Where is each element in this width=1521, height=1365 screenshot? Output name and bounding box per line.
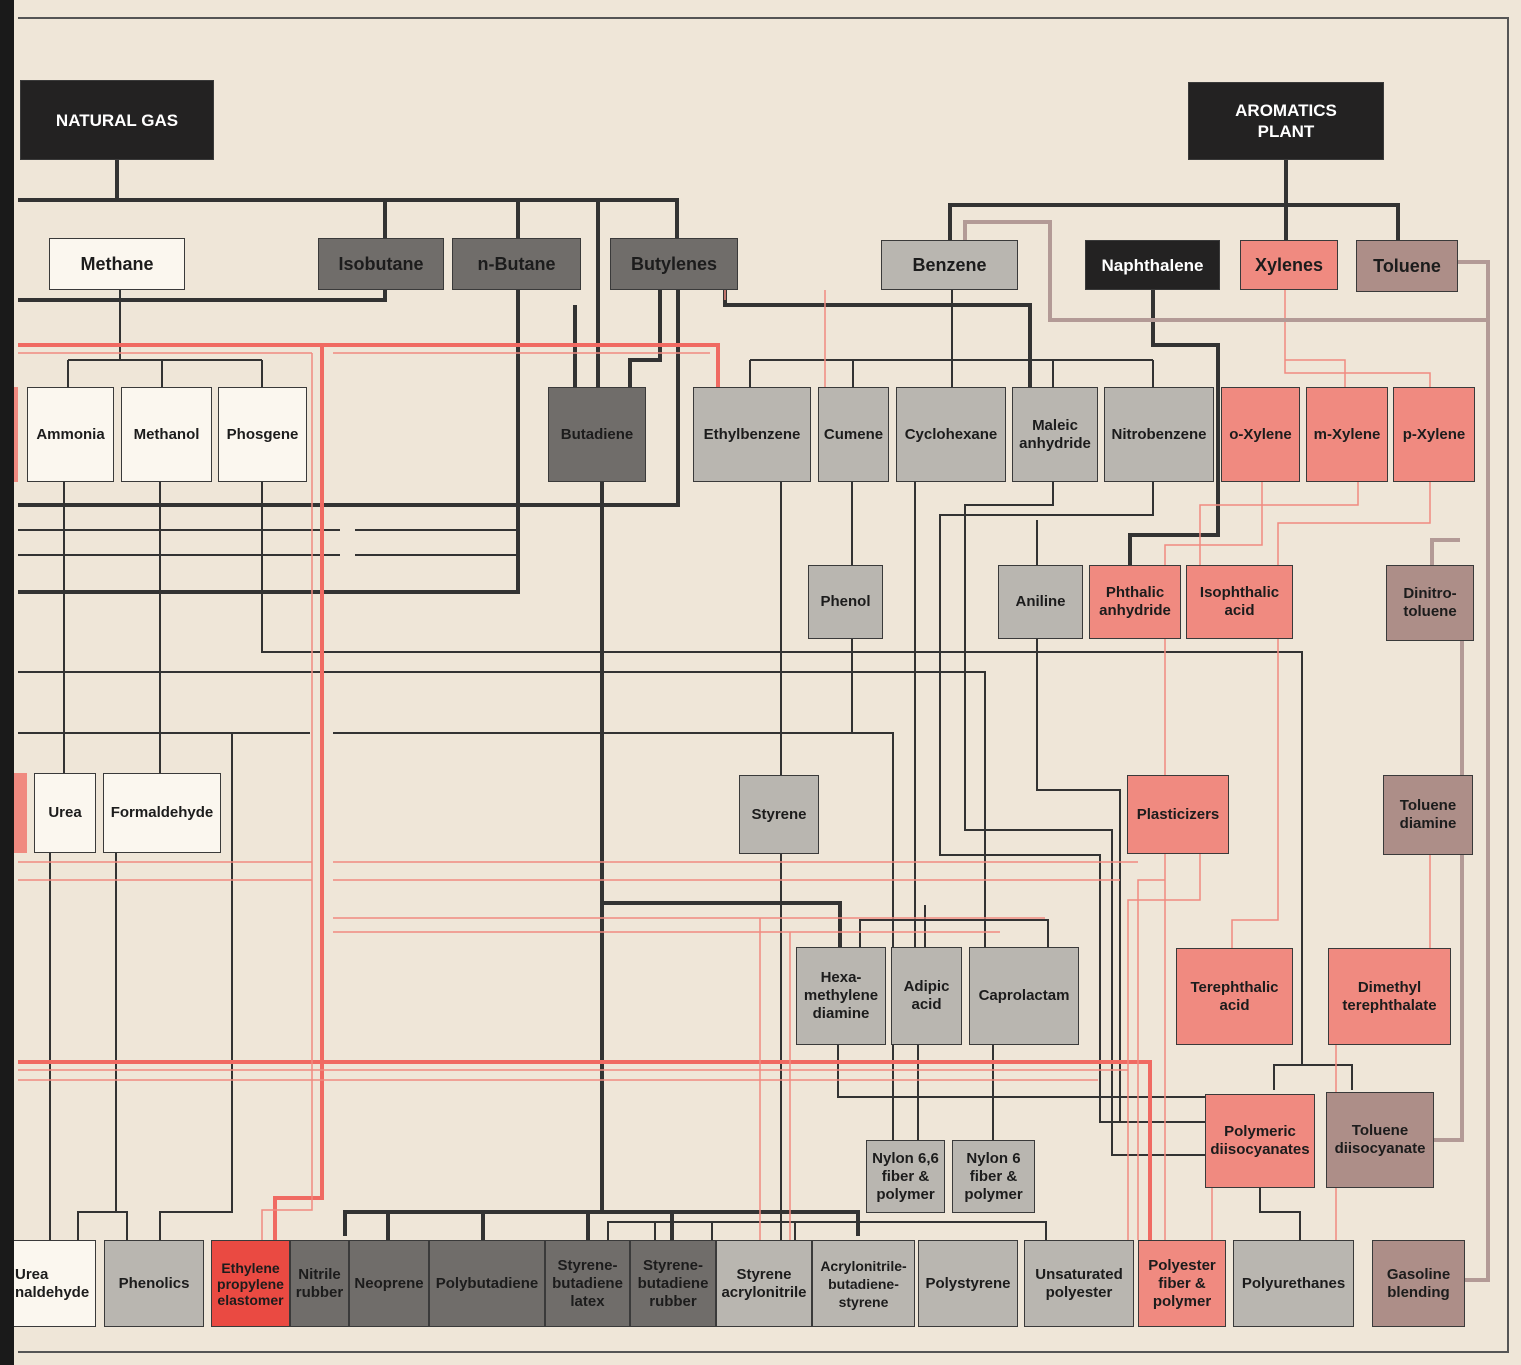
- toluene-diisocyanate-node: Toluene diisocyanate: [1326, 1092, 1434, 1188]
- nylon-6-node: Nylon 6 fiber & polymer: [952, 1140, 1035, 1213]
- ammonia-node: Ammonia: [27, 387, 114, 482]
- styrene-acrylonitrile-node: Styrene acrylonitrile: [716, 1240, 812, 1327]
- methane-node: Methane: [49, 238, 185, 290]
- polyester-fiber-node: Polyester fiber & polymer: [1138, 1240, 1226, 1327]
- phosgene-node: Phosgene: [218, 387, 307, 482]
- styrene-node: Styrene: [739, 775, 819, 854]
- polyurethanes-node: Polyurethanes: [1233, 1240, 1354, 1327]
- dark-thin-lines: [18, 290, 1353, 1240]
- naphthalene-node: Naphthalene: [1085, 240, 1220, 290]
- polymeric-diisocyanates-node: Polymeric diisocyanates: [1205, 1094, 1315, 1188]
- terephthalic-acid-node: Terephthalic acid: [1176, 948, 1293, 1045]
- nylon-66-node: Nylon 6,6 fiber & polymer: [866, 1140, 945, 1213]
- xylenes-node: Xylenes: [1240, 240, 1338, 290]
- neoprene-node: Neoprene: [349, 1240, 429, 1327]
- epdm-node: Ethylene propylene elastomer: [211, 1240, 290, 1327]
- adipic-acid-node: Adipic acid: [891, 947, 962, 1045]
- phenol-node: Phenol: [808, 565, 883, 639]
- nitrile-rubber-node: Nitrile rubber: [290, 1240, 349, 1327]
- p-xylene-node: p-Xylene: [1393, 387, 1475, 482]
- page-frame: [18, 17, 1509, 1353]
- gasoline-blending-node: Gasoline blending: [1372, 1240, 1465, 1327]
- sb-rubber-node: Styrene- butadiene rubber: [630, 1240, 716, 1327]
- m-xylene-node: m-Xylene: [1306, 387, 1388, 482]
- red-thick-lines: [18, 343, 1152, 1242]
- phthalic-anhydride-node: Phthalic anhydride: [1089, 565, 1181, 639]
- abs-node: Acrylonitrile- butadiene- styrene: [812, 1240, 915, 1327]
- caprolactam-node: Caprolactam: [969, 947, 1079, 1045]
- ethylbenzene-node: Ethylbenzene: [693, 387, 811, 482]
- butadiene-node: Butadiene: [548, 387, 646, 482]
- methanol-node: Methanol: [121, 387, 212, 482]
- cropped-red-box-left: [14, 387, 18, 482]
- aniline-node: Aniline: [998, 565, 1083, 639]
- plasticizers-node: Plasticizers: [1127, 775, 1229, 854]
- dinitrotoluene-node: Dinitro- toluene: [1386, 565, 1474, 641]
- toluene-node: Toluene: [1356, 240, 1458, 292]
- butylenes-node: Butylenes: [610, 238, 738, 290]
- benzene-node: Benzene: [881, 240, 1018, 290]
- hexamethylene-diamine-node: Hexa- methylene diamine: [796, 947, 886, 1045]
- urea-node: Urea: [34, 773, 96, 853]
- dimethyl-terephthalate-node: Dimethyl terephthalate: [1328, 948, 1451, 1045]
- nitrobenzene-node: Nitrobenzene: [1104, 387, 1214, 482]
- maleic-anhydride-node: Maleic anhydride: [1012, 387, 1098, 482]
- phenolics-node: Phenolics: [104, 1240, 204, 1327]
- formaldehyde-node: Formaldehyde: [103, 773, 221, 853]
- polybutadiene-node: Polybutadiene: [429, 1240, 545, 1327]
- cyclohexane-node: Cyclohexane: [896, 387, 1006, 482]
- isophthalic-acid-node: Isophthalic acid: [1186, 565, 1293, 639]
- unsaturated-polyester-node: Unsaturated polyester: [1024, 1240, 1134, 1327]
- left-edge-bar: [0, 0, 14, 1365]
- isobutane-node: Isobutane: [318, 238, 444, 290]
- cumene-node: Cumene: [818, 387, 889, 482]
- aromatics-plant-node: AROMATICS PLANT: [1188, 82, 1384, 160]
- polystyrene-node: Polystyrene: [918, 1240, 1018, 1327]
- n-butane-node: n-Butane: [452, 238, 581, 290]
- cropped-red-box-left-2: [14, 773, 27, 853]
- o-xylene-node: o-Xylene: [1221, 387, 1300, 482]
- natural-gas-node: NATURAL GAS: [20, 80, 214, 160]
- toluene-diamine-node: Toluene diamine: [1383, 775, 1473, 855]
- sb-latex-node: Styrene- butadiene latex: [545, 1240, 630, 1327]
- urea-formaldehyde-node: Urea naldehyde: [14, 1240, 96, 1327]
